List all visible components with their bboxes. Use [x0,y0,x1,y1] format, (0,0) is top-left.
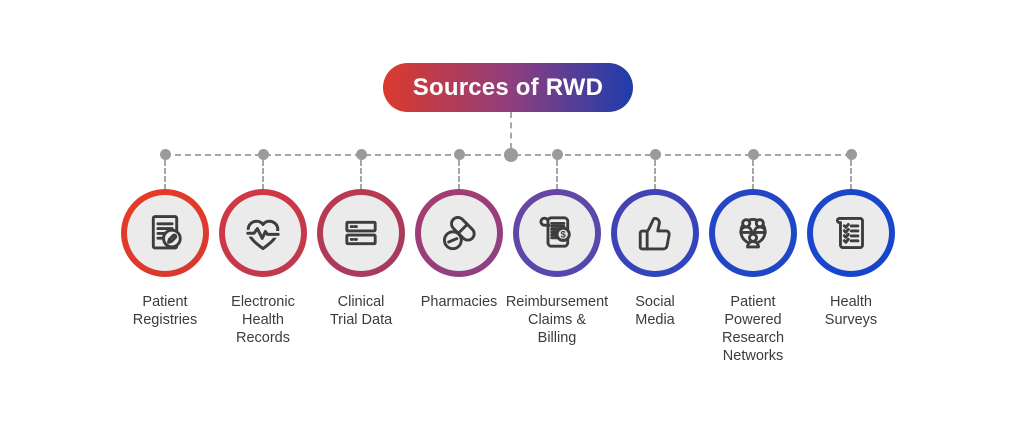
node-health-surveys: Health Surveys [776,148,926,384]
node-pharmacies: Pharmacies [384,148,534,384]
node-circle: $ [519,195,595,271]
node-circle [323,195,399,271]
node-circle [617,195,693,271]
branch-dot [257,149,269,160]
node-circle [225,195,301,271]
branch-stem [458,160,460,190]
node-circle [127,195,203,271]
svg-text:$: $ [560,230,566,241]
node-patient-registries: Patient Registries [90,148,240,384]
node-electronic-health-records: Electronic Health Records [188,148,338,384]
node-ring [807,189,895,277]
title-pill: Sources of RWD [383,63,633,112]
people-network-icon [739,217,767,249]
connector-center-stem [510,112,512,149]
node-label: Social Media [635,294,675,328]
branch-dot [159,149,171,160]
node-circle [715,195,791,271]
branch-dot [649,149,661,160]
branch-dot [845,149,857,160]
node-ring [121,189,209,277]
node-ring [709,189,797,277]
branch-dot [355,149,367,160]
branch-dot [551,149,563,160]
node-label: Patient Registries [132,294,198,328]
node-label: Health Surveys [824,294,878,328]
branch-stem [164,160,166,190]
node-social-media: Social Media [580,148,730,384]
branch-stem [752,160,754,190]
page-title: Sources of RWD [412,73,604,101]
branch-stem [654,160,656,190]
node-ring [415,189,503,277]
node-label: Reimbursement Claims & Billing [505,294,609,346]
node-ring [219,189,307,277]
branch-stem [850,160,852,190]
branch-stem [556,160,558,190]
server-icon [345,220,377,246]
heart-pulse-icon [244,219,282,251]
node-patient-powered-research-networks: Patient Powered Research Networks [678,148,828,384]
node-reimbursement-claims-billing: $ Reimbursement Claims & Billing [482,148,632,384]
pills-icon [442,216,476,251]
node-ring: $ [513,189,601,277]
thumbs-up-icon [638,216,671,251]
document-pencil-icon [151,215,182,250]
checklist-icon [835,216,864,250]
node-label: Patient Powered Research Networks [721,294,785,364]
node-label: Clinical Trial Data [329,294,393,328]
node-ring [611,189,699,277]
node-ring [317,189,405,277]
junction-dot [504,148,518,162]
node-clinical-trial-data: Clinical Trial Data [286,148,436,384]
receipt-dollar-icon: $ [539,216,571,248]
node-circle [813,195,889,271]
branch-dot [747,149,759,160]
branch-stem [360,160,362,190]
node-label: Electronic Health Records [231,294,295,346]
node-circle [421,195,497,271]
branch-dot [453,149,465,160]
branch-stem [262,160,264,190]
node-label: Pharmacies [420,294,498,310]
